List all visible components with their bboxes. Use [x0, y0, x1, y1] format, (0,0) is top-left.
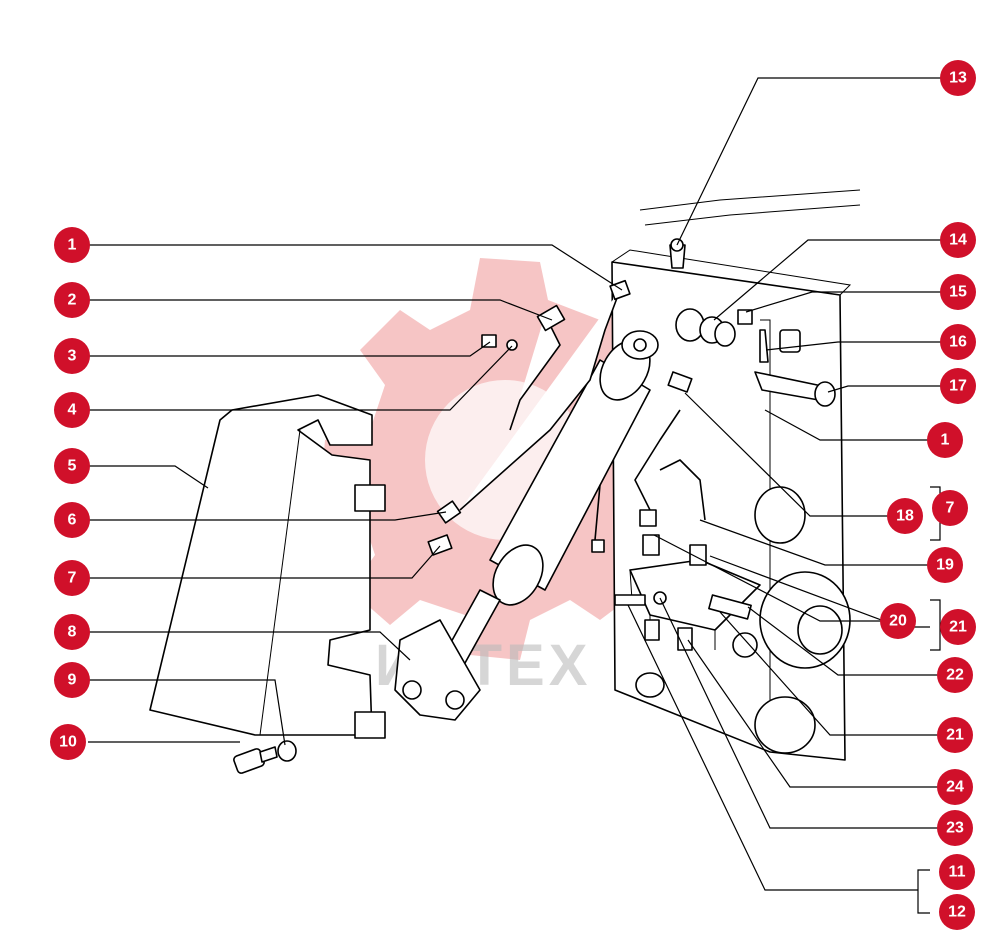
svg-text:3: 3	[68, 348, 77, 365]
callout-21-lower: 21	[937, 717, 973, 753]
callout-19: 19	[927, 547, 963, 583]
callout-1-right: 1	[927, 422, 963, 458]
callout-13: 13	[940, 60, 976, 96]
callout-22: 22	[937, 657, 973, 693]
callout-7-right: 7	[932, 490, 968, 526]
svg-text:24: 24	[946, 779, 964, 796]
svg-text:19: 19	[936, 557, 954, 574]
svg-text:14: 14	[949, 232, 967, 249]
callout-15: 15	[940, 274, 976, 310]
svg-text:2: 2	[68, 292, 77, 309]
valve-fitting	[675, 308, 753, 347]
callout-17: 17	[940, 368, 976, 404]
svg-text:21: 21	[946, 727, 964, 744]
hydraulic-hoses	[427, 279, 706, 556]
svg-text:18: 18	[896, 508, 914, 525]
svg-text:9: 9	[68, 672, 77, 689]
callout-11: 11	[939, 854, 975, 890]
svg-text:7: 7	[946, 500, 955, 517]
callout-16: 16	[940, 324, 976, 360]
callout-7-left: 7	[54, 560, 90, 596]
leader-lines-left	[88, 244, 623, 746]
bolt-and-washer	[233, 740, 297, 774]
callout-5: 5	[54, 448, 90, 484]
svg-text:17: 17	[949, 378, 967, 395]
svg-text:21: 21	[949, 619, 967, 636]
svg-text:4: 4	[68, 402, 77, 419]
svg-text:13: 13	[949, 70, 967, 87]
callout-8: 8	[54, 614, 90, 650]
svg-text:16: 16	[949, 334, 967, 351]
callout-20: 20	[880, 603, 916, 639]
callout-9: 9	[54, 662, 90, 698]
callout-14: 14	[940, 222, 976, 258]
svg-text:10: 10	[59, 734, 77, 751]
bolt-small	[481, 334, 518, 351]
svg-text:7: 7	[68, 570, 77, 587]
callout-3: 3	[54, 338, 90, 374]
callout-21-upper: 21	[940, 609, 976, 645]
svg-text:6: 6	[68, 512, 77, 529]
callout-2: 2	[54, 282, 90, 318]
control-valve-block	[614, 534, 761, 651]
svg-text:15: 15	[949, 284, 967, 301]
hydraulic-cylinder	[394, 330, 659, 721]
svg-text:20: 20	[889, 613, 907, 630]
svg-text:1: 1	[941, 432, 950, 449]
svg-text:23: 23	[946, 820, 964, 837]
callout-23: 23	[937, 810, 973, 846]
callout-18: 18	[887, 498, 923, 534]
svg-text:12: 12	[948, 904, 966, 921]
svg-text:8: 8	[68, 624, 77, 641]
callout-12: 12	[939, 894, 975, 930]
top-rod	[639, 189, 861, 226]
callout-10: 10	[50, 724, 86, 760]
cover-shield	[149, 394, 386, 739]
callout-4: 4	[54, 392, 90, 428]
svg-text:5: 5	[68, 458, 77, 475]
svg-text:11: 11	[949, 864, 966, 881]
callout-24: 24	[937, 769, 973, 805]
pivot-pin	[754, 329, 836, 407]
callout-1-left: 1	[54, 227, 90, 263]
svg-text:1: 1	[68, 237, 77, 254]
svg-text:22: 22	[946, 667, 964, 684]
callout-6: 6	[54, 502, 90, 538]
